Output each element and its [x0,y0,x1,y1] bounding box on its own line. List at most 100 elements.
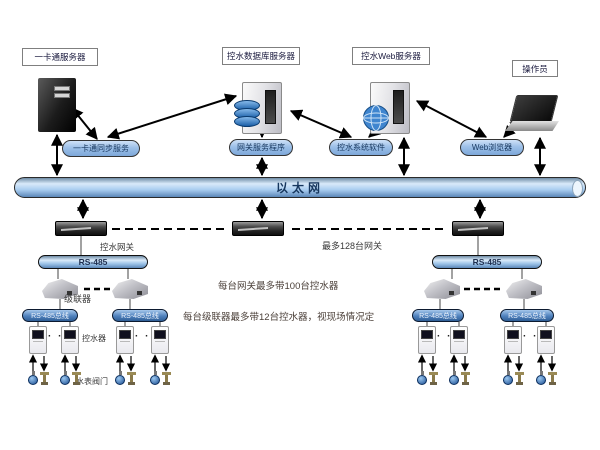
label-max-gateways: 最多128台网关 [322,241,383,251]
cascader-detail [67,291,72,295]
controller-detail [541,341,551,342]
gateway-icon-2 [232,221,284,236]
valve-icon [162,372,171,386]
db-cylinder [234,116,260,127]
rs485-bus-right: RS-485 [432,255,542,269]
valve-icon [548,372,557,386]
branch-bus-4: RS-485总线 [500,309,554,322]
laptop-keyboard [505,121,559,131]
label-text: 操作员 [522,63,548,74]
meter-stem [506,371,510,375]
ellipsis-dots: · · [523,331,539,342]
label-meter-valve: 水表阀门 [76,377,108,386]
valve-body [551,375,554,382]
label-text: 控水数据库服务器 [226,51,295,61]
valve-base [516,382,523,385]
valve-base [163,382,170,385]
valve-body [464,375,467,382]
water-meter-icon [417,371,427,387]
controller-icon-6 [450,326,468,354]
water-meter-icon [449,371,459,387]
branch-bus-1: RS-485总线 [22,309,78,322]
controller-detail [65,341,75,342]
note-per-gateway: 每台网关最多带100台控水器 [218,281,339,292]
controller-icon-7 [504,326,522,354]
branch-bus-label: RS-485总线 [31,312,69,320]
gateway-icon-3 [452,221,504,236]
controller-detail [454,341,464,342]
controller-screen [64,330,76,339]
meter-body [536,375,546,385]
rs485-label: RS-485 [472,257,502,267]
valve-base [128,382,135,385]
valve-base [430,382,437,385]
meter-body [417,375,427,385]
water-meter-icon [150,371,160,387]
controller-icon-3 [116,326,134,354]
cascader-icon-1 [42,279,78,299]
gateway-detail [61,226,91,232]
controller-screen [119,330,131,339]
valve-handle [127,372,136,375]
meter-stem [452,371,456,375]
controller-screen [540,330,552,339]
controller-icon-2 [61,326,79,354]
server-front-panel [265,90,276,124]
label-text: 控水Web服务器 [361,51,421,61]
server-slot [54,93,70,98]
valve-body [432,375,435,382]
branch-bus-label: RS-485总线 [419,312,457,320]
label-web-server: 控水Web服务器 [352,47,430,65]
controller-detail [155,341,165,342]
controller-screen [507,330,519,339]
pill-text: 一卡通同步服务 [73,144,129,153]
label-operator: 操作员 [512,60,558,77]
controller-screen [154,330,166,339]
valve-body [75,375,78,382]
controller-icon-4 [151,326,169,354]
valve-base [549,382,556,385]
valve-handle [461,372,470,375]
cascader-detail [137,291,142,295]
meter-stem [118,371,122,375]
meter-body [150,375,160,385]
label-controller: 控水器 [82,334,106,343]
label-card-server: 一卡通服务器 [22,48,98,66]
valve-body [165,375,168,382]
valve-base [41,382,48,385]
rs485-bus-left: RS-485 [38,255,148,269]
ellipsis-dots: · · [135,331,151,342]
valve-base [73,382,80,385]
cascader-icon-3 [424,279,460,299]
valve-body [518,375,521,382]
branch-bus-3: RS-485总线 [412,309,464,322]
valve-icon [429,372,438,386]
branch-bus-label: RS-485总线 [121,312,159,320]
cascader-detail [531,291,536,295]
pill-card-sync-service: 一卡通同步服务 [62,140,140,157]
water-meter-icon [60,371,70,387]
valve-icon [127,372,136,386]
controller-icon-5 [418,326,436,354]
valve-body [130,375,133,382]
valve-icon [515,372,524,386]
meter-stem [420,371,424,375]
meter-body [60,375,70,385]
water-meter-icon [536,371,546,387]
pill-text: 网关服务程序 [237,143,285,152]
pill-water-control-software: 控水系统软件 [329,139,393,156]
bus-end-cap [572,180,583,197]
branch-bus-label: RS-485总线 [508,312,546,320]
label-water-gateway: 控水网关 [100,242,135,252]
controller-detail [120,341,130,342]
controller-screen [453,330,465,339]
valve-handle [548,372,557,375]
pill-gateway-service: 网关服务程序 [229,139,293,156]
gateway-detail [238,226,268,232]
cascader-detail [449,291,454,295]
valve-icon [72,372,81,386]
valve-icon [40,372,49,386]
meter-body [449,375,459,385]
tower-server-icon [38,78,76,132]
cascader-icon-4 [506,279,542,299]
